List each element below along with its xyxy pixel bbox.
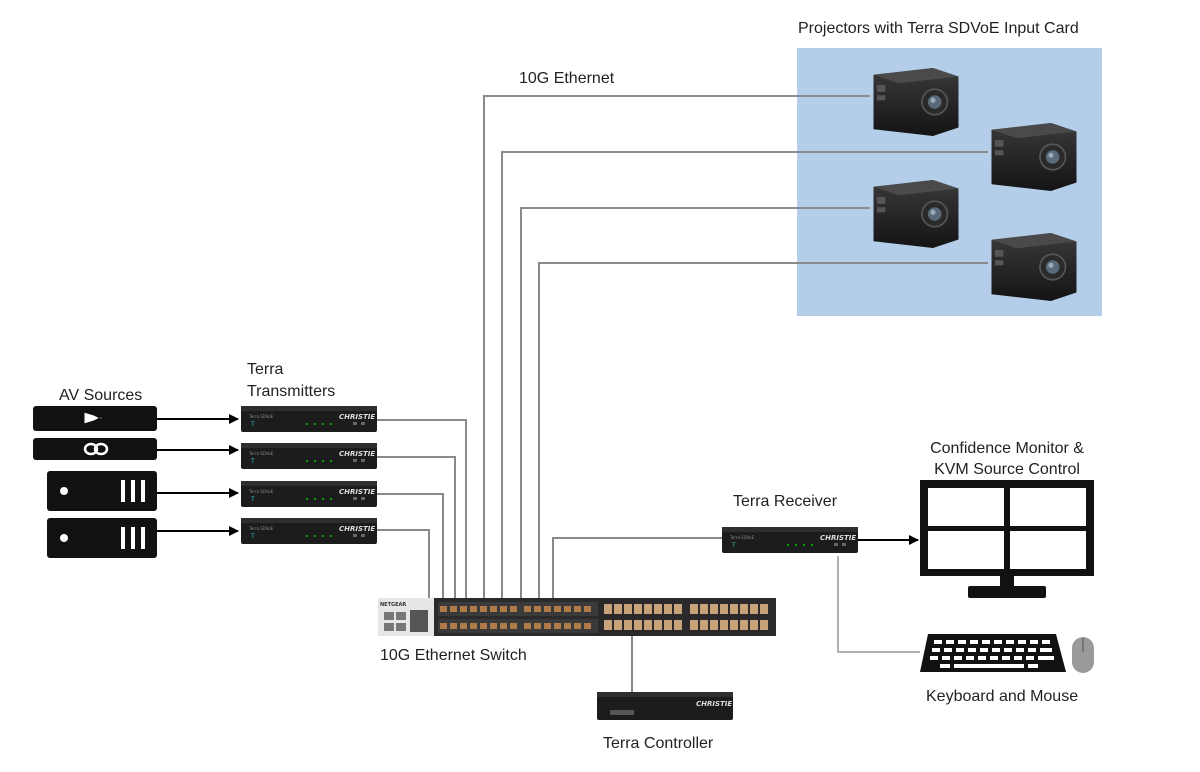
av-source-player [33,438,157,460]
av-source-bluray [33,406,157,431]
cable-projector-3 [520,207,870,598]
confidence-monitor [920,480,1094,598]
cable-projector-4 [538,262,988,598]
confidence-monitor-label-line1: Confidence Monitor & [930,440,1084,457]
terra-controller-label: Terra Controller [603,735,714,752]
projector-3 [872,180,960,248]
terra-receiver [722,527,858,553]
transmitter-1 [241,406,377,432]
transmitter-3 [241,481,377,507]
projector-1 [872,68,960,136]
projector-cables [483,95,988,598]
cable-projector-1 [483,95,870,598]
keyboard [920,634,1066,672]
confidence-monitor-label-line2: KVM Source Control [934,461,1080,478]
ethernet-10g-label: 10G Ethernet [519,70,615,87]
terra-transmitters-label-line2: Transmitters [247,383,336,400]
mouse [1072,637,1094,673]
cable-tx-4 [376,529,430,598]
transmitter-2 [241,443,377,469]
cable-receiver [552,537,722,598]
transmitter-cables [376,419,467,598]
terra-controller: CHRISTIE [597,692,733,720]
svg-text:CHRISTIE: CHRISTIE [696,700,732,708]
av-source-server-1 [47,471,157,511]
cable-keyboard [837,556,920,653]
cable-tx-1 [376,419,467,598]
av-sources-label: AV Sources [59,387,143,404]
cable-tx-3 [376,493,444,598]
cable-projector-2 [501,151,988,598]
svg-text:NETGEAR: NETGEAR [380,602,406,608]
projectors-title: Projectors with Terra SDVoE Input Card [798,20,1079,37]
av-source-server-2 [47,518,157,558]
terra-receiver-label: Terra Receiver [733,493,838,510]
projector-2 [990,123,1078,191]
ethernet-switch: NETGEAR [378,598,776,636]
ethernet-switch-label: 10G Ethernet Switch [380,647,527,664]
keyboard-mouse-label: Keyboard and Mouse [926,688,1079,705]
source-arrows [157,414,239,536]
terra-transmitters-label-line1: Terra [247,361,284,378]
projector-4 [990,233,1078,301]
transmitter-4 [241,518,377,544]
cable-tx-2 [376,456,456,598]
